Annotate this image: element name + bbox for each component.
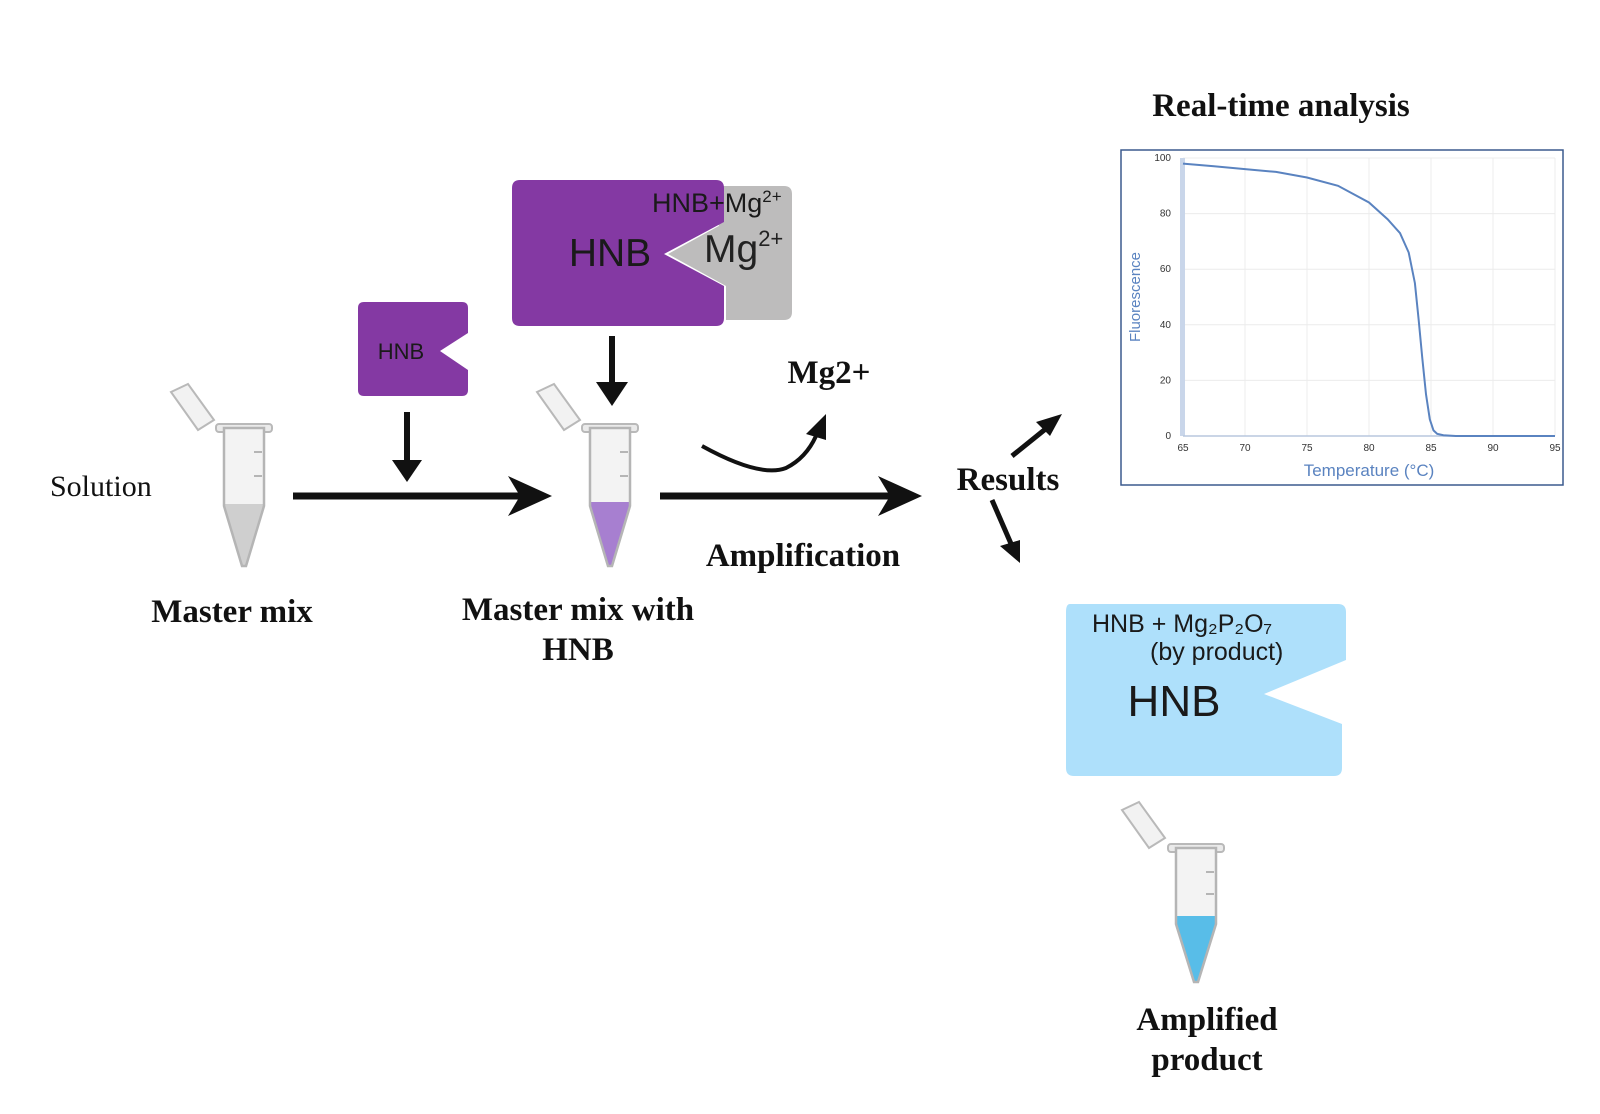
x-tick-label: 75	[1301, 443, 1313, 454]
curved-arrow-mg-release	[701, 414, 826, 473]
x-axis-label: Temperature (°C)	[1304, 461, 1435, 480]
y-tick-label: 60	[1160, 264, 1172, 275]
amplified-product-label-line1: Amplified	[1136, 1002, 1277, 1038]
hnb-complex-label: HNB	[569, 232, 651, 275]
y-axis-label: Fluorescence	[1127, 252, 1144, 342]
x-tick-label: 85	[1425, 443, 1437, 454]
amplified-product-tube-icon	[1120, 800, 1225, 984]
master-mix-hnb-tube-icon	[535, 382, 639, 568]
y-axis-bar	[1180, 158, 1185, 436]
arrow-down-hnb-small	[392, 412, 422, 482]
x-tick-label: 80	[1363, 443, 1375, 454]
master-mix-label: Master mix	[151, 594, 313, 630]
master-mix-tube-icon	[169, 382, 273, 568]
mg-ion-label: Mg2+	[704, 226, 783, 271]
y-tick-label: 80	[1160, 209, 1172, 220]
hnb-small-block: HNB	[358, 302, 468, 396]
amplified-product-label-line2: product	[1151, 1042, 1262, 1078]
x-tick-label: 95	[1549, 443, 1561, 454]
hnb-byproduct-line1: HNB + Mg₂P₂O₇	[1092, 610, 1272, 638]
arrow-down-hnb-complex	[596, 336, 628, 406]
mg-release-label: Mg2+	[788, 355, 871, 391]
results-label: Results	[957, 462, 1060, 498]
hnb-byproduct-line2: (by product)	[1150, 638, 1283, 666]
x-tick-label: 70	[1239, 443, 1251, 454]
master-mix-hnb-label-line2: HNB	[542, 632, 614, 668]
x-tick-label: 90	[1487, 443, 1499, 454]
y-tick-label: 0	[1165, 431, 1171, 442]
master-mix-hnb-label-line1: Master mix with	[462, 592, 694, 628]
y-tick-label: 40	[1160, 320, 1172, 331]
chart-frame	[1120, 149, 1564, 486]
hnb-byproduct-block: HNB + Mg₂P₂O₇ (by product) HNB	[1066, 604, 1346, 776]
x-tick-label: 65	[1177, 443, 1189, 454]
hnb-small-label: HNB	[378, 339, 424, 364]
arrow-to-realtime-chart	[1010, 414, 1062, 458]
melt-curve-line	[1182, 162, 1555, 437]
arrow-add-hnb	[293, 476, 552, 516]
arrow-to-amplified-product	[989, 499, 1020, 563]
solution-label: Solution	[50, 470, 152, 503]
y-tick-label: 20	[1160, 375, 1172, 386]
realtime-analysis-title: Real-time analysis	[1152, 88, 1410, 124]
amplification-label: Amplification	[706, 538, 900, 574]
arrow-amplification	[660, 476, 922, 516]
y-tick-label: 100	[1154, 153, 1171, 164]
hnb-mg-caption: HNB+Mg2+	[652, 187, 782, 218]
hnb-mg-complex-block: HNB+Mg2+ HNB Mg2+	[512, 180, 792, 326]
hnb-product-label: HNB	[1128, 677, 1221, 726]
